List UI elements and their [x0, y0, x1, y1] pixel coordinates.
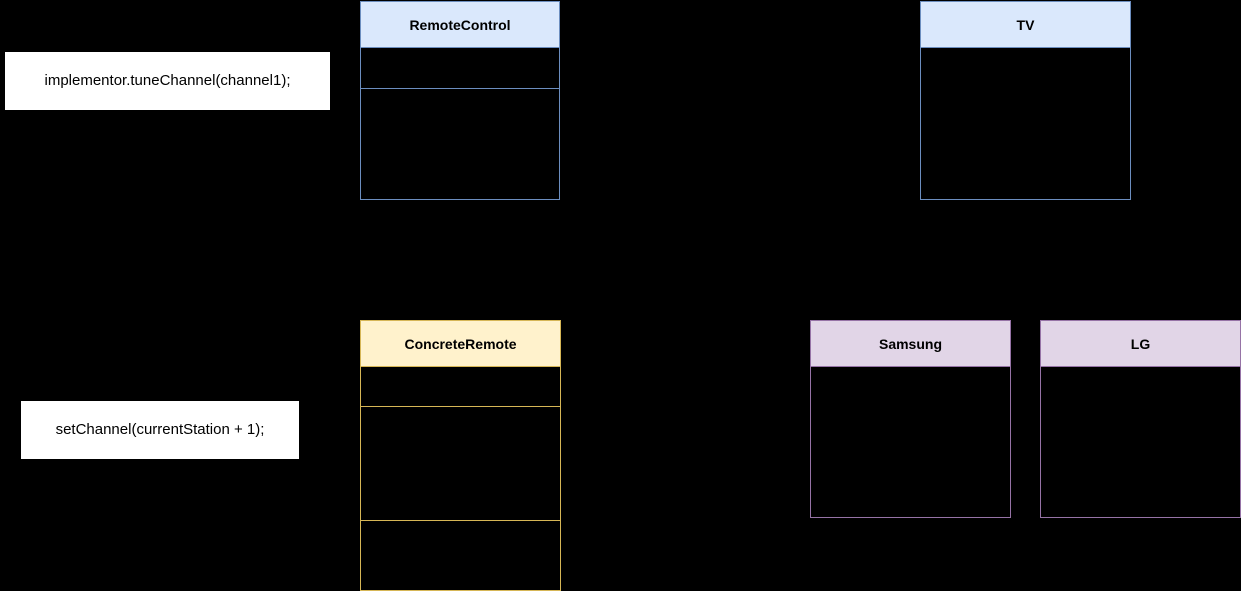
code-note-set-channel-text: setChannel(currentStation + 1); [55, 421, 265, 438]
uml-class-body-lg [1041, 367, 1240, 517]
uml-class-body-tv [921, 48, 1130, 199]
uml-class-concrete-remote[interactable]: ConcreteRemote [360, 320, 561, 591]
uml-class-lg[interactable]: LG [1040, 320, 1241, 518]
code-note-tune-channel[interactable]: implementor.tuneChannel(channel1); [5, 52, 330, 110]
uml-compartment-attributes-remote-control [361, 48, 559, 88]
uml-class-title-concrete-remote: ConcreteRemote [361, 321, 560, 367]
uml-class-remote-control[interactable]: RemoteControl [360, 1, 560, 200]
uml-class-title-tv: TV [921, 2, 1130, 48]
uml-compartment-operations-remote-control [361, 88, 559, 199]
code-note-tune-channel-text: implementor.tuneChannel(channel1); [44, 72, 291, 89]
uml-class-samsung[interactable]: Samsung [810, 320, 1011, 518]
uml-class-body-samsung [811, 367, 1010, 517]
uml-class-body-remote-control [361, 48, 559, 199]
uml-compartment-attributes-concrete-remote [361, 367, 560, 406]
uml-compartment-constructors-concrete-remote [361, 406, 560, 520]
code-note-set-channel[interactable]: setChannel(currentStation + 1); [21, 401, 299, 459]
uml-compartment-operations-samsung [811, 367, 1010, 517]
uml-compartment-operations-lg [1041, 367, 1240, 517]
uml-class-title-remote-control: RemoteControl [361, 2, 559, 48]
uml-class-title-lg: LG [1041, 321, 1240, 367]
uml-class-title-samsung: Samsung [811, 321, 1010, 367]
uml-class-body-concrete-remote [361, 367, 560, 590]
uml-compartment-operations-tv [921, 48, 1130, 199]
uml-class-tv[interactable]: TV [920, 1, 1131, 200]
uml-compartment-operations-concrete-remote [361, 520, 560, 590]
